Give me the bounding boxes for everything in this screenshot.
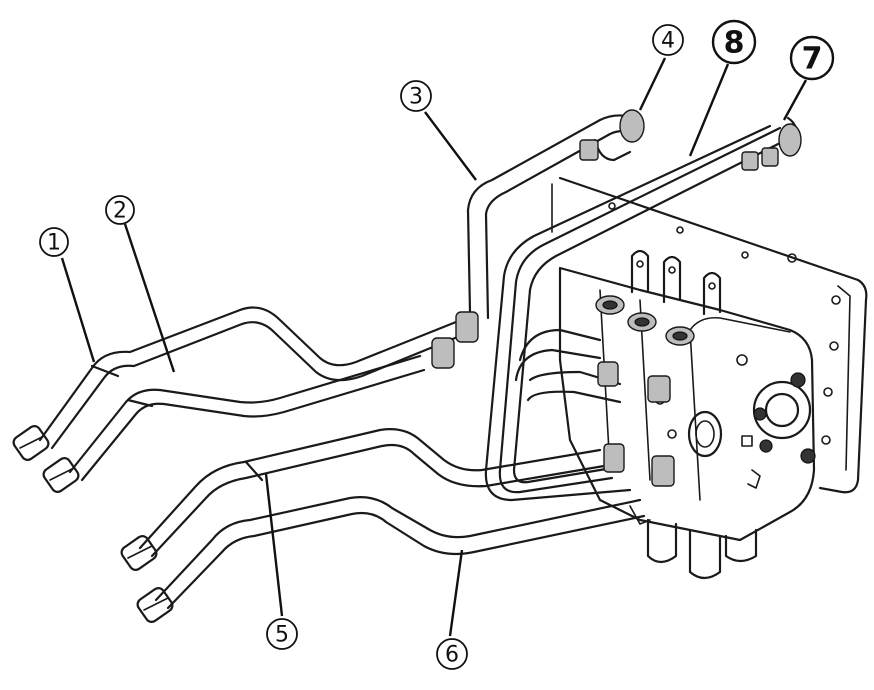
callout-5-label: 5 [275,623,289,648]
tube-2 [42,337,455,493]
callout-3: 3 [400,80,432,112]
callout-5: 5 [266,618,298,650]
control-valve-body [558,249,816,580]
callout-3-label: 3 [409,85,423,110]
leader-lines [60,57,808,637]
callout-7-label: 7 [802,42,823,77]
callout-1: 1 [39,227,69,257]
tube-1 [12,306,479,461]
tube-5 [120,428,675,571]
tube-6 [136,496,646,623]
callout-2: 2 [105,195,135,225]
callout-8: 8 [711,19,757,65]
callout-7: 7 [789,35,835,81]
callout-1-label: 1 [47,231,61,256]
callout-8-label: 8 [724,26,745,61]
callout-6: 6 [436,638,468,670]
callout-4-label: 4 [661,29,675,54]
tube-8-7 [484,116,802,502]
mounting-plate [551,176,868,494]
callout-2-label: 2 [113,199,127,224]
tube-upper-valve [514,328,671,404]
callout-4: 4 [652,24,684,56]
callout-6-label: 6 [445,643,459,668]
tube-3 [466,109,645,320]
